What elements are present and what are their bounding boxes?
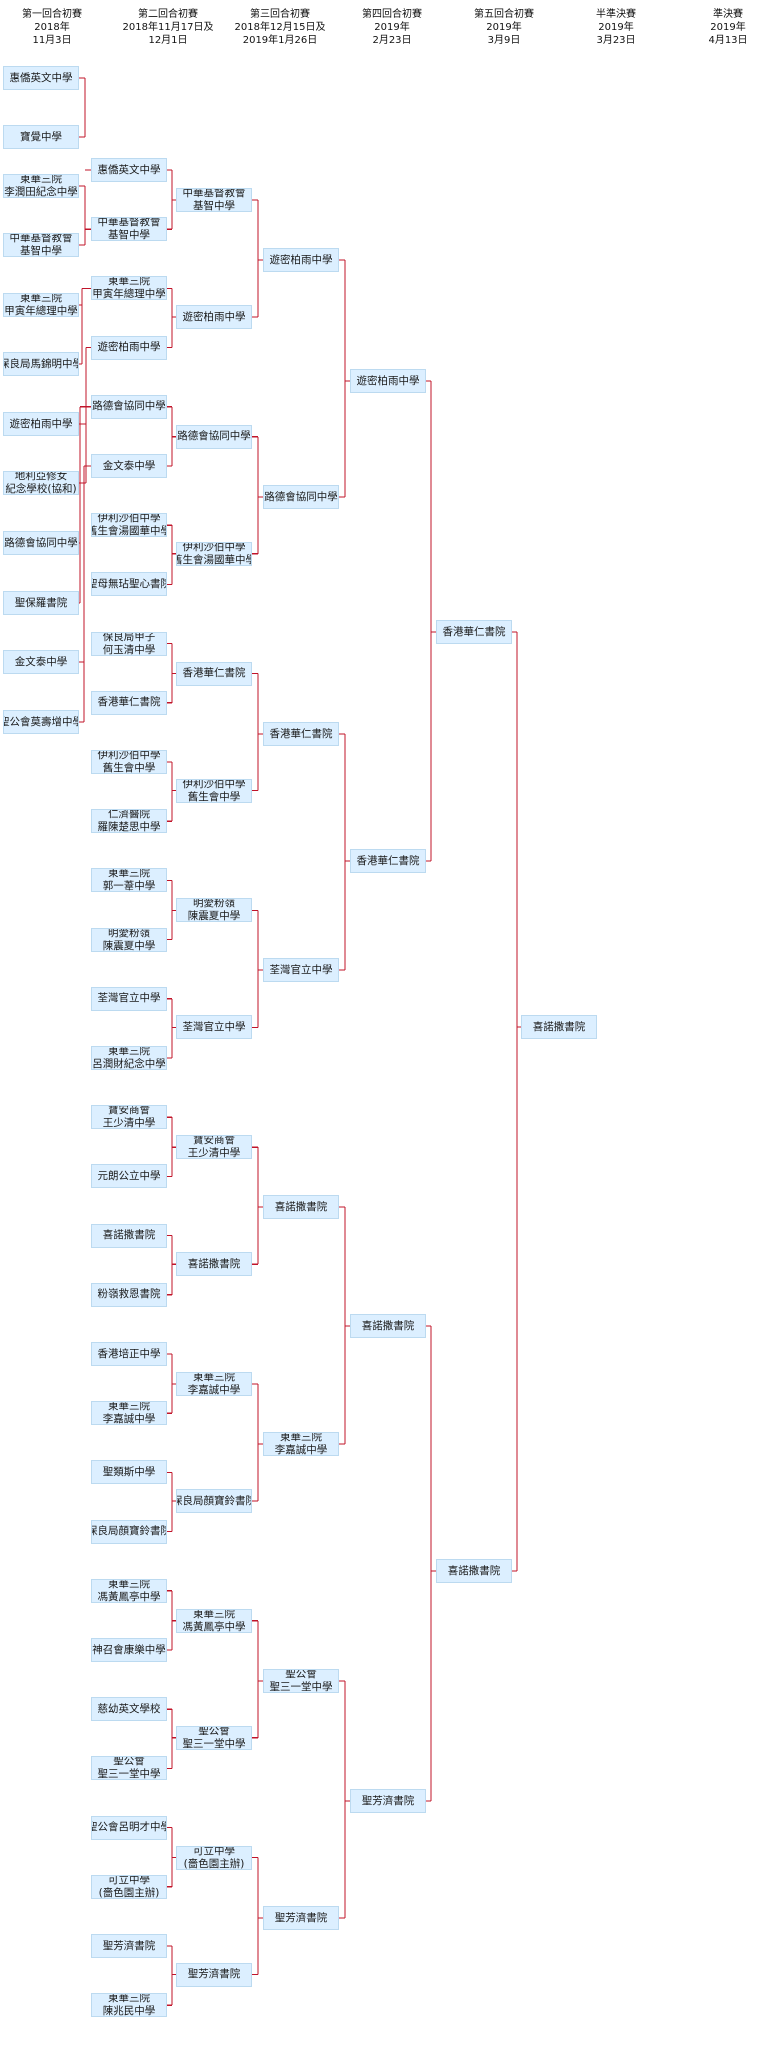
- team-box-r3-2: 遊密柏雨中學: [176, 305, 252, 329]
- team-box-r2-6: 金文泰中學: [91, 454, 167, 478]
- round-header-1: 第一回合初賽 2018年 11月3日: [22, 9, 82, 46]
- team-box-r5-4: 聖芳濟書院: [350, 1789, 426, 1813]
- team-box-r5-2: 香港華仁書院: [350, 849, 426, 873]
- team-box-r3-8: 荃灣官立中學: [176, 1015, 252, 1040]
- team-box-r4-1: 遊密柏雨中學: [263, 248, 339, 272]
- round-header-3: 第三回合初賽 2018年12月15日及 2019年1月26日: [234, 9, 326, 46]
- team-box-r2-25: 東華三院 馮黃鳳亭中學: [91, 1578, 167, 1603]
- team-box-r1-6: 保良局馬錦明中學: [3, 352, 79, 376]
- round-header-7: 準決賽 2019年 4月13日: [708, 9, 748, 46]
- team-box-r3-3: 路德會協同中學: [176, 424, 252, 449]
- team-box-r4-4: 荃灣官立中學: [263, 958, 339, 982]
- team-box-r4-7: 聖公會 聖三一堂中學: [263, 1669, 339, 1693]
- team-box-r1-5: 東華三院 甲寅年總理中學: [3, 293, 79, 317]
- team-box-r6-1: 香港華仁書院: [436, 620, 512, 644]
- team-box-r2-13: 東華三院 郭一葦中學: [91, 868, 167, 893]
- team-box-r1-10: 聖保羅書院: [3, 591, 79, 615]
- team-box-r3-4: 伊利沙伯中學 舊生會湯國華中學: [176, 541, 252, 566]
- team-box-r3-16: 聖芳濟書院: [176, 1962, 252, 1987]
- team-box-r2-28: 聖公會 聖三一堂中學: [91, 1756, 167, 1781]
- team-box-r2-9: 保良局甲子 何玉清中學: [91, 631, 167, 656]
- team-box-r2-32: 東華三院 陳兆民中學: [91, 1993, 167, 2018]
- team-box-r2-5: 路德會協同中學: [91, 394, 167, 419]
- team-box-r2-7: 伊利沙伯中學 舊生會湯國華中學: [91, 513, 167, 538]
- team-box-r1-4: 中華基督教會 基智中學: [3, 233, 79, 257]
- team-box-r4-6: 東華三院 李嘉誠中學: [263, 1432, 339, 1456]
- team-box-r2-11: 伊利沙伯中學 舊生會中學: [91, 750, 167, 774]
- team-box-r4-5: 喜諾撒書院: [263, 1195, 339, 1219]
- team-box-r4-3: 香港華仁書院: [263, 722, 339, 746]
- team-box-r3-14: 聖公會 聖三一堂中學: [176, 1725, 252, 1750]
- team-box-r1-2: 寶覺中學: [3, 125, 79, 149]
- team-box-r2-3: 東華三院 甲寅年總理中學: [91, 276, 167, 301]
- team-box-r6-2: 喜諾撒書院: [436, 1559, 512, 1583]
- team-box-r2-27: 慈幼英文學校: [91, 1697, 167, 1722]
- team-box-r1-11: 金文泰中學: [3, 650, 79, 674]
- team-box-r2-4: 遊密柏雨中學: [91, 335, 167, 360]
- team-box-r4-2: 路德會協同中學: [263, 485, 339, 509]
- team-box-r5-3: 喜諾撒書院: [350, 1314, 426, 1338]
- team-box-r2-30: 可立中學 (嗇色園主辦): [91, 1874, 167, 1899]
- team-box-r2-12: 仁濟醫院 羅陳楚思中學: [91, 809, 167, 834]
- team-box-r3-11: 東華三院 李嘉誠中學: [176, 1372, 252, 1396]
- team-box-r3-15: 可立中學 (嗇色園主辦): [176, 1845, 252, 1870]
- team-box-r2-17: 寶安商會 王少清中學: [91, 1105, 167, 1130]
- team-box-r3-7: 明愛粉嶺 陳震夏中學: [176, 898, 252, 923]
- round-header-6: 半準決賽 2019年 3月23日: [596, 9, 636, 46]
- team-box-r2-2: 中華基督教會 基智中學: [91, 217, 167, 242]
- team-box-r2-14: 明愛粉嶺 陳震夏中學: [91, 927, 167, 952]
- team-box-r2-16: 東華三院 呂潤財紀念中學: [91, 1046, 167, 1070]
- team-box-r2-10: 香港華仁書院: [91, 690, 167, 715]
- round-header-4: 第四回合初賽 2019年 2月23日: [362, 9, 422, 46]
- team-box-r4-8: 聖芳濟書院: [263, 1906, 339, 1930]
- team-box-r2-23: 聖類斯中學: [91, 1460, 167, 1485]
- team-box-r3-12: 保良局顏寶鈴書院: [176, 1489, 252, 1513]
- team-box-r2-15: 荃灣官立中學: [91, 986, 167, 1011]
- team-box-r3-13: 東華三院 馮黃鳳亭中學: [176, 1608, 252, 1633]
- team-box-r1-12: 聖公會莫壽增中學: [3, 710, 79, 734]
- team-box-r3-9: 寶安商會 王少清中學: [176, 1135, 252, 1160]
- team-box-r3-5: 香港華仁書院: [176, 661, 252, 686]
- team-box-r1-3: 東華三院 李潤田紀念中學: [3, 174, 79, 198]
- team-box-r2-18: 元朗公立中學: [91, 1164, 167, 1189]
- team-box-r2-19: 喜諾撒書院: [91, 1223, 167, 1248]
- round-header-2: 第二回合初賽 2018年11月17日及 12月1日: [122, 9, 214, 46]
- round-header-5: 第五回合初賽 2019年 3月9日: [474, 9, 534, 46]
- team-box-r2-21: 香港培正中學: [91, 1342, 167, 1366]
- team-box-r7-1: 喜諾撒書院: [521, 1015, 597, 1039]
- team-box-r2-22: 東華三院 李嘉誠中學: [91, 1401, 167, 1426]
- team-box-r5-1: 遊密柏雨中學: [350, 369, 426, 393]
- team-box-r3-6: 伊利沙伯中學 舊生會中學: [176, 778, 252, 803]
- team-box-r2-31: 聖芳濟書院: [91, 1934, 167, 1958]
- team-box-r1-1: 惠僑英文中學: [3, 66, 79, 90]
- team-box-r3-10: 喜諾撒書院: [176, 1252, 252, 1277]
- team-box-r2-8: 聖母無玷聖心書院: [91, 572, 167, 597]
- team-box-r2-1: 惠僑英文中學: [91, 158, 167, 182]
- team-box-r2-20: 粉嶺救恩書院: [91, 1282, 167, 1307]
- team-box-r1-9: 路德會協同中學: [3, 531, 79, 555]
- team-box-r3-1: 中華基督教會 基智中學: [176, 188, 252, 212]
- team-box-r2-24: 保良局顏寶鈴書院: [91, 1519, 167, 1544]
- team-box-r1-7: 遊密柏雨中學: [3, 412, 79, 436]
- team-box-r2-29: 聖公會呂明才中學: [91, 1815, 167, 1840]
- team-box-r1-8: 地利亞修女 紀念學校(協和): [3, 471, 79, 495]
- team-box-r2-26: 神召會康樂中學: [91, 1638, 167, 1662]
